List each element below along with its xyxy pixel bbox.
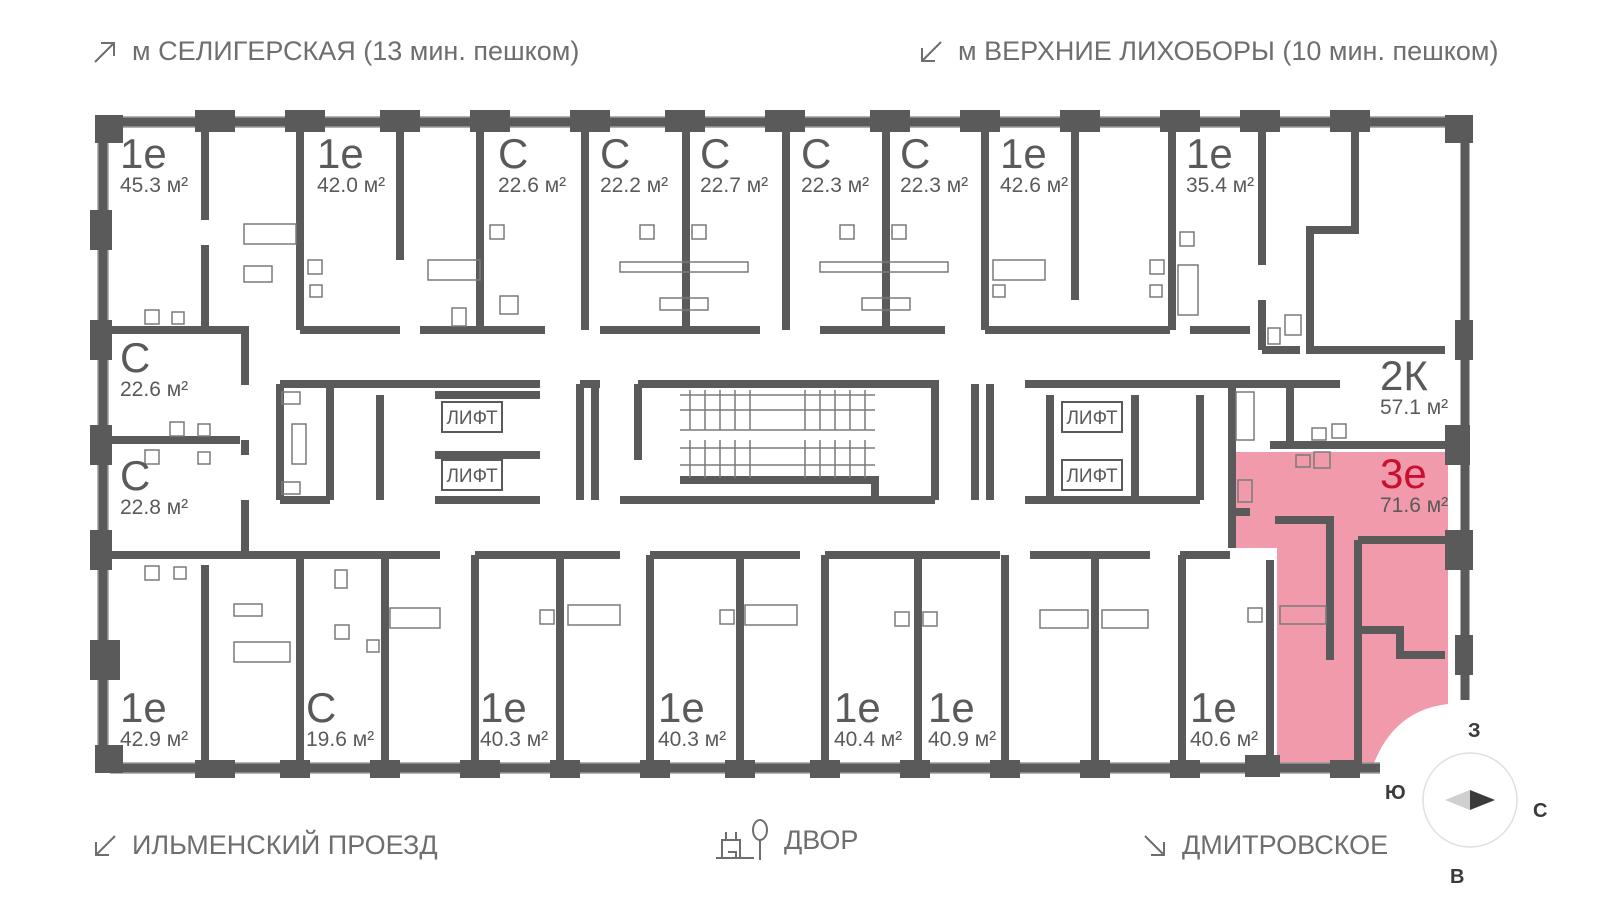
metro-verkhnie-likhobory-label: м ВЕРХНИЕ ЛИХОБОРЫ (10 мин. пешком) [918,36,1498,67]
apartment-type: 1е [317,130,364,177]
apartment-area: 22.2 м² [600,174,668,197]
apartment-type: С [120,334,150,381]
lift-label: ЛИФТ [1066,408,1118,429]
metro-verkhnie-text: м ВЕРХНИЕ ЛИХОБОРЫ (10 мин. пешком) [958,36,1499,66]
compass-left-label: Ю [1385,782,1406,804]
apartment-type: С [801,130,831,177]
apartment-area: 19.6 м² [306,728,374,751]
arrow-down-right-icon [1144,834,1165,856]
apartment-area: 71.6 м² [1380,494,1448,517]
bottom-apartments: 1е 42.9 м² С 19.6 м² 1е 40.3 м² 1е 40.3 … [120,684,1258,751]
courtyard-text: ДВОР [784,824,859,855]
apartment-area: 22.7 м² [700,174,768,197]
apartment-type: С [306,684,336,731]
arrow-up-right-icon [94,41,115,63]
courtyard-label: ДВОР [714,818,858,862]
left-apartments: С 22.6 м² С 22.8 м² [120,334,188,519]
apartment-type: 2К [1380,352,1428,399]
apartment-area: 40.3 м² [480,728,548,751]
apartment-type: 1е [120,130,167,177]
compass-right-label: С [1533,800,1548,822]
apartment-type: 1е [928,684,975,731]
right-apartments: 2К 57.1 м² 3е 71.6 м² [1380,352,1448,517]
compass-bottom-label: В [1450,866,1465,888]
apartment-3e-highlight[interactable] [1232,452,1448,763]
compass-top-label: З [1468,720,1481,742]
arrow-down-left-icon [95,834,116,856]
ilmensky-proezd-label: ИЛЬМЕНСКИЙ ПРОЕЗД [92,830,438,861]
arrow-down-left-icon [921,40,942,62]
lift-box [1061,459,1123,491]
apartment-type-highlighted: 3е [1380,450,1427,497]
apartment-type: С [600,130,630,177]
compass: З Ю С В [1385,720,1600,910]
apartment-area: 40.6 м² [1190,728,1258,751]
apartment-area: 22.3 м² [900,174,968,197]
apartment-area: 40.9 м² [928,728,996,751]
interior-walls [103,122,1445,768]
lift-label: ЛИФТ [446,466,498,487]
lift-box [441,401,503,433]
lift-label: ЛИФТ [1066,466,1118,487]
apartment-type: С [900,130,930,177]
stairs [680,390,875,478]
lifts: ЛИФТ ЛИФТ ЛИФТ ЛИФТ [441,401,1123,491]
apartment-area: 42.9 м² [120,728,188,751]
apartment-area: 40.3 м² [658,728,726,751]
apartment-area: 22.6 м² [120,378,188,401]
dmitrovskoe-label: ДМИТРОВСКОЕ [1142,830,1388,861]
apartment-area: 22.6 м² [498,174,566,197]
fixtures [144,223,1347,663]
columns [90,110,1473,778]
apartment-type: С [498,130,528,177]
apartment-area: 42.6 м² [1000,174,1068,197]
apartment-area: 42.0 м² [317,174,385,197]
apartment-area: 35.4 м² [1186,174,1254,197]
apartment-area: 40.4 м² [834,728,902,751]
apartment-area: 57.1 м² [1380,396,1448,419]
apartment-type: 1е [1186,130,1233,177]
apartment-type: 1е [1190,684,1237,731]
lift-box [441,459,503,491]
apartment-type: 1е [658,684,705,731]
apartment-type: 1е [834,684,881,731]
lift-box [1061,401,1123,433]
top-apartments: 1е 45.3 м² 1е 42.0 м² С 22.6 м² С 22.2 м… [120,130,1254,197]
apartment-area: 22.8 м² [120,496,188,519]
apartment-type: 1е [120,684,167,731]
courtyard-icon [716,819,768,860]
dmitrovskoe-text: ДМИТРОВСКОЕ [1182,830,1389,860]
ilmensky-text: ИЛЬМЕНСКИЙ ПРОЕЗД [132,830,438,860]
apartment-area: 45.3 м² [120,174,188,197]
apartment-type: С [120,452,150,499]
lift-label: ЛИФТ [446,408,498,429]
metro-seligerskaya-label: м СЕЛИГЕРСКАЯ (13 мин. пешком) [92,36,579,67]
apartment-area: 22.3 м² [801,174,869,197]
metro-seligerskaya-text: м СЕЛИГЕРСКАЯ (13 мин. пешком) [132,36,580,66]
apartment-type: 1е [480,684,527,731]
apartment-type: С [700,130,730,177]
apartment-type: 1е [1000,130,1047,177]
compass-icon [1422,752,1518,848]
